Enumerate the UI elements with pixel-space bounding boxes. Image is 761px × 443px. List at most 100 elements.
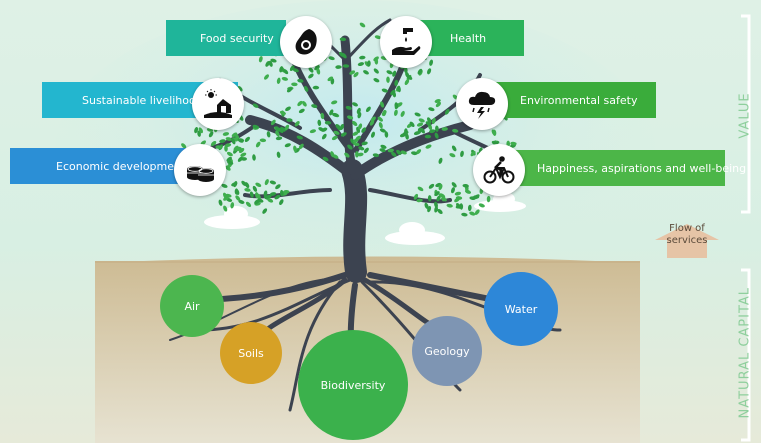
- leaf: [223, 205, 228, 212]
- cyclist-icon: [473, 144, 525, 196]
- leaf: [269, 192, 277, 196]
- leaf: [425, 121, 432, 126]
- leaf: [396, 102, 403, 108]
- leaf: [256, 193, 261, 200]
- leaf: [238, 199, 245, 204]
- leaf: [404, 79, 410, 85]
- leaf: [279, 199, 284, 206]
- leaf: [314, 65, 320, 71]
- leaf: [210, 140, 217, 147]
- leaf: [478, 203, 485, 208]
- leaf: [454, 191, 462, 196]
- leaf: [324, 120, 332, 125]
- leaf: [225, 137, 232, 141]
- leaf: [341, 53, 347, 59]
- banner-label: Economic development: [56, 159, 186, 173]
- leaf: [252, 124, 259, 129]
- leaf: [224, 143, 232, 147]
- leaf: [275, 136, 283, 141]
- leaf: [352, 120, 358, 127]
- leaf: [322, 156, 329, 162]
- leaf: [317, 119, 322, 126]
- leaf: [244, 136, 250, 143]
- leaf: [282, 69, 289, 75]
- leaf: [404, 128, 408, 135]
- leaf: [298, 108, 305, 114]
- leaf: [464, 189, 472, 194]
- leaf: [461, 212, 468, 217]
- leaf: [369, 119, 375, 126]
- leaf: [424, 202, 429, 209]
- leaf: [264, 179, 269, 186]
- leaf: [379, 128, 386, 133]
- leaf: [427, 68, 432, 75]
- leaf: [276, 77, 281, 84]
- leaf: [367, 60, 371, 67]
- natural-capital-label: NATURAL CAPITAL: [737, 286, 753, 419]
- leaf: [231, 138, 236, 145]
- leaf: [455, 204, 462, 209]
- leaf: [352, 131, 359, 136]
- leaf: [438, 183, 443, 191]
- leaf: [474, 209, 480, 215]
- leaf: [181, 143, 187, 149]
- leaf: [414, 112, 421, 117]
- leaf: [374, 58, 379, 65]
- leaf: [252, 154, 256, 161]
- leaf: [302, 100, 307, 107]
- leaf: [344, 152, 350, 158]
- node-label: Geology: [424, 344, 470, 358]
- leaf: [265, 194, 272, 199]
- banner-label: Happiness, aspirations and well-being: [537, 161, 747, 175]
- clouds: [204, 192, 526, 245]
- banner-economic-development: Economic development: [10, 148, 192, 184]
- leaf: [406, 75, 413, 80]
- banner-environmental-safety: Environmental safety: [490, 82, 656, 118]
- leaf: [418, 118, 425, 123]
- leaf: [286, 87, 293, 93]
- leaf: [335, 124, 341, 130]
- leaf: [417, 127, 422, 134]
- leaf: [411, 151, 418, 156]
- leaf: [377, 116, 383, 122]
- leaf: [339, 123, 345, 131]
- leaf: [397, 85, 401, 93]
- leaf: [424, 134, 432, 139]
- leaf: [269, 180, 277, 185]
- leaf: [437, 208, 443, 215]
- leaf: [462, 183, 469, 188]
- leaf: [262, 208, 268, 214]
- leaf: [373, 68, 379, 74]
- leaf: [446, 203, 453, 208]
- leaf: [293, 145, 297, 152]
- leaf: [235, 188, 240, 195]
- leaf: [342, 64, 350, 68]
- leaf: [381, 110, 387, 116]
- leaf: [358, 123, 363, 130]
- geology-node: Geology: [412, 316, 482, 386]
- leaf: [380, 101, 385, 108]
- leaf: [275, 126, 281, 132]
- leaf: [279, 110, 286, 115]
- leaf: [436, 195, 441, 202]
- leaf: [320, 112, 325, 120]
- leaf: [349, 70, 356, 75]
- leaf: [387, 148, 394, 153]
- leaf: [391, 151, 397, 157]
- leaf: [425, 144, 432, 149]
- leaf: [386, 76, 390, 83]
- leaf: [222, 192, 228, 199]
- leaf: [394, 109, 398, 116]
- leaf: [194, 126, 199, 134]
- leaf: [263, 74, 270, 80]
- leaf: [444, 108, 450, 115]
- leaf: [292, 68, 299, 73]
- leaf: [252, 103, 259, 108]
- leaf: [449, 153, 456, 158]
- leaf: [231, 132, 238, 138]
- banner-label: Environmental safety: [520, 93, 638, 107]
- leaf: [372, 153, 380, 158]
- leaf: [218, 199, 223, 206]
- flow-of-services-label: Flow of services: [655, 223, 719, 247]
- farm-sun-icon: [192, 78, 244, 130]
